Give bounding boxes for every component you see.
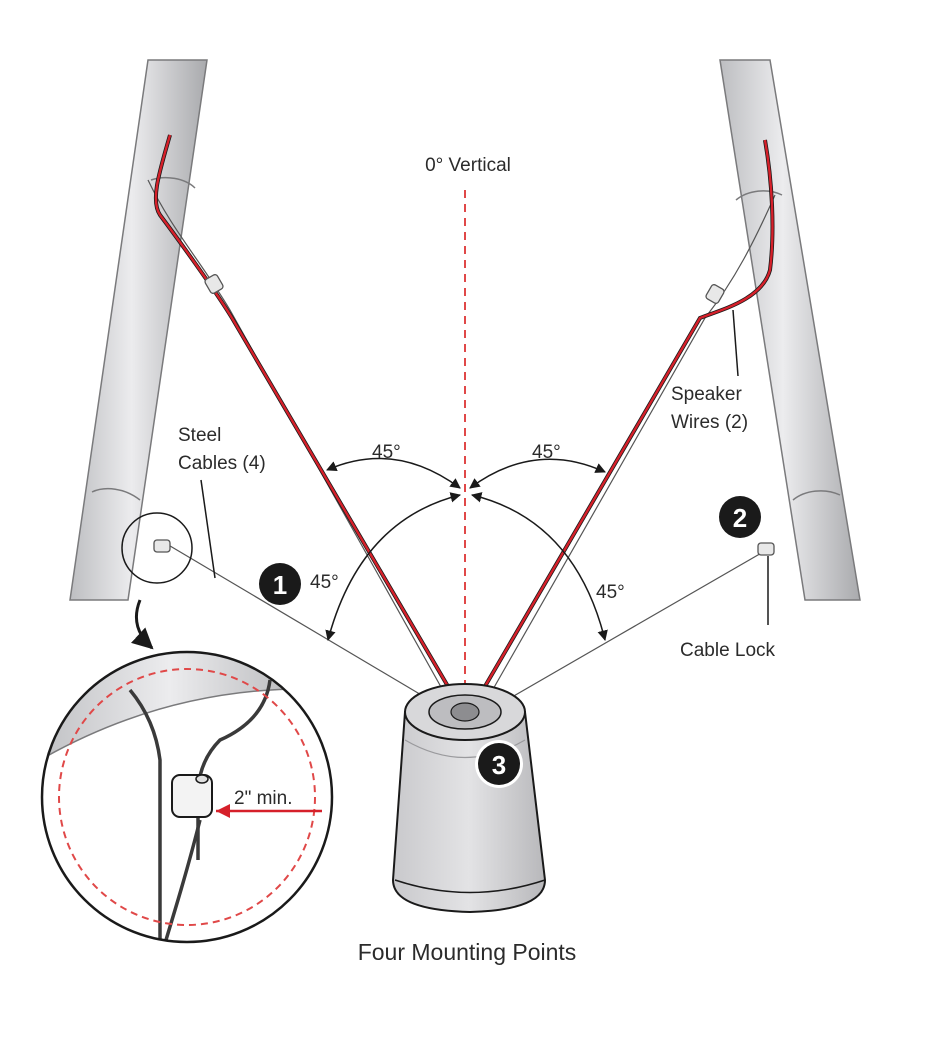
caption: Four Mounting Points	[358, 939, 577, 965]
angle-arcs	[325, 457, 608, 642]
angle-upper-left: 45°	[372, 442, 401, 463]
speaker-wires	[153, 134, 775, 714]
badge-3-number: 3	[492, 750, 506, 780]
steel-cables-label-line1: Steel	[178, 425, 221, 446]
right-pole	[719, 59, 861, 601]
cable-lock-lower-right	[757, 542, 775, 556]
badge-2: 2	[719, 496, 761, 538]
left-pole	[69, 59, 208, 601]
angle-upper-right: 45°	[532, 442, 561, 463]
detail-callout-circle	[121, 512, 193, 584]
min-distance-label: 2" min.	[234, 788, 292, 809]
speaker-wires-label-line1: Speaker	[671, 384, 742, 405]
badge-2-number: 2	[733, 503, 747, 533]
badge-1: 1	[259, 563, 301, 605]
cable-lock-label: Cable Lock	[680, 640, 776, 661]
steel-cables-label-line2: Cables (4)	[178, 453, 266, 474]
badge-3: 3	[475, 740, 523, 788]
badge-1-number: 1	[273, 570, 287, 600]
steel-cables	[147, 179, 776, 713]
cable-lock-upper-right	[705, 284, 725, 304]
speaker	[391, 683, 547, 914]
cable-lock-upper-left	[204, 274, 224, 294]
leader-lines	[200, 309, 769, 625]
angle-lower-left: 45°	[310, 572, 339, 593]
vertical-label: 0° Vertical	[425, 155, 511, 176]
speaker-wires-label-line2: Wires (2)	[671, 412, 748, 433]
angle-lower-right: 45°	[596, 582, 625, 603]
detail-arrow	[131, 599, 154, 650]
cable-lock-lower-left	[153, 539, 171, 553]
zoom-detail	[40, 650, 334, 944]
